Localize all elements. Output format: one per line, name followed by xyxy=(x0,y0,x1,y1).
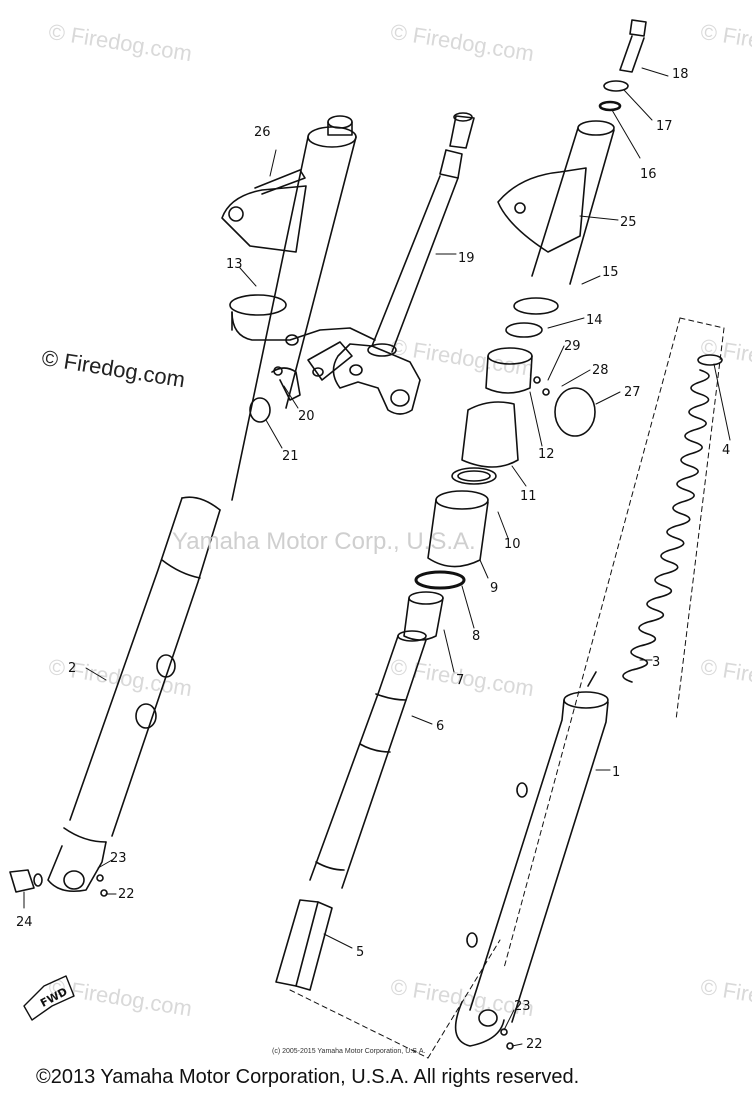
steering-stem xyxy=(307,112,475,415)
callout-14: 14 xyxy=(586,313,603,328)
callout-6: 6 xyxy=(436,719,444,734)
callout-15: 15 xyxy=(602,265,619,280)
callout-23-right: 23 xyxy=(514,999,531,1014)
callout-25: 25 xyxy=(620,215,637,230)
callout-7: 7 xyxy=(456,673,464,688)
callout-24: 24 xyxy=(16,915,33,930)
assembly-guide-lines xyxy=(289,317,725,1059)
direction-tag: FWD xyxy=(38,985,70,1010)
callout-26: 26 xyxy=(254,125,271,140)
callout-28: 28 xyxy=(592,363,609,378)
callout-8: 8 xyxy=(472,629,480,644)
callout-11: 11 xyxy=(520,489,537,504)
right-fork-assembly xyxy=(454,19,723,1050)
callout-1: 1 xyxy=(612,765,620,780)
callout-22-right: 22 xyxy=(526,1037,543,1052)
callout-19: 19 xyxy=(458,251,475,266)
callout-9: 9 xyxy=(490,581,498,596)
callout-21: 21 xyxy=(282,449,299,464)
center-inner-parts xyxy=(275,297,559,991)
callout-2: 2 xyxy=(68,661,76,676)
callout-29: 29 xyxy=(564,339,581,354)
callout-10: 10 xyxy=(504,537,521,552)
callout-20: 20 xyxy=(298,409,315,424)
footer-copyright: ©2013 Yamaha Motor Corporation, U.S.A. A… xyxy=(36,1066,580,1088)
direction-arrow: FWD xyxy=(23,975,75,1021)
callout-4: 4 xyxy=(722,443,730,458)
brand-watermark: Yamaha Motor Corp., U.S.A. xyxy=(172,528,476,555)
callout-18: 18 xyxy=(672,67,689,82)
leader-lines xyxy=(23,67,731,1047)
left-fork-assembly xyxy=(9,115,376,897)
callout-22-left: 22 xyxy=(118,887,135,902)
callout-16: 16 xyxy=(640,167,657,182)
callout-3: 3 xyxy=(652,655,660,670)
callout-5: 5 xyxy=(356,945,364,960)
callout-12: 12 xyxy=(538,447,555,462)
callout-13: 13 xyxy=(226,257,243,272)
small-copyright: (c) 2005-2015 Yamaha Motor Corporation, … xyxy=(272,1048,426,1055)
callout-17: 17 xyxy=(656,119,673,134)
callout-27: 27 xyxy=(624,385,641,400)
callout-23-left: 23 xyxy=(110,851,127,866)
callout-labels: 18 17 16 25 15 14 29 28 27 4 12 11 10 9 … xyxy=(16,67,730,1052)
